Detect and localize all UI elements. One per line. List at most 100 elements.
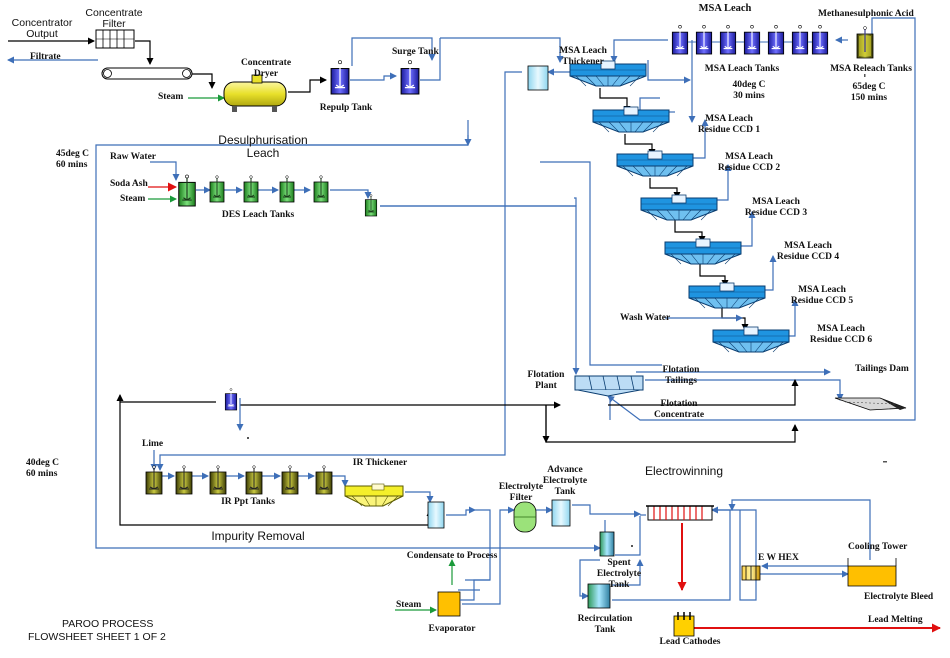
concentrator-output-line-2: Output (26, 28, 58, 40)
concentrate-dryer-line-1: Concentrate (240, 58, 292, 68)
ccd-1-line-2: Residue CCD 1 (697, 125, 761, 135)
lead-cathodes-unit (673, 612, 695, 637)
ccd-3-thickener (640, 194, 718, 221)
cooling-tower-label: Cooling Tower (848, 542, 908, 552)
ccd-2-thickener (616, 150, 694, 177)
concentrate-dryer-line-2: Dryer (253, 69, 279, 79)
msa-releach-tanks-label: MSA Releach Tanks (830, 64, 912, 74)
desulphurisation-line-1: Desulphurisation (218, 133, 308, 147)
msa-releach-temperature: 65deg C (852, 82, 886, 92)
ir-lime-feed-tank (224, 387, 238, 411)
ccd-2-label: MSA Leach Residue CCD 2 (718, 152, 780, 174)
ir-conditions: 40deg C 60 mins (26, 458, 59, 480)
evaporator-vessel (437, 591, 461, 617)
ir-ppt-tank-train (145, 465, 333, 495)
des-temperature: 45deg C (56, 149, 89, 159)
flotation-tailings-line-2: Tailings (665, 376, 697, 386)
surge-tank-label: Surge Tank (392, 47, 439, 57)
msa-leach-tank-train (671, 24, 829, 55)
ir-thickener-label: IR Thickener (352, 458, 408, 468)
methanesulphonic-acid-label: Methanesulphonic Acid (818, 9, 914, 19)
tailings-dam-label: Tailings Dam (855, 364, 909, 374)
steam-evaporator-label: Steam (396, 600, 422, 610)
flotation-plant-label: Flotation Plant (528, 370, 565, 392)
electrolyte-filter-line-2: Filter (509, 493, 533, 503)
flotation-tailings-line-1: Flotation (662, 365, 700, 375)
ir-overflow-tank (427, 501, 445, 529)
ccd-3-line-1: MSA Leach (752, 197, 800, 207)
lead-melting-label: Lead Melting (868, 615, 923, 625)
msa-solution-tank (527, 65, 549, 91)
des-time: 60 mins (56, 160, 88, 170)
desulphurisation-line-2: Leach (246, 146, 280, 160)
concentrator-output-label: Concentrator Output (12, 18, 73, 40)
spent-electrolyte-line-2: Electrolyte (596, 569, 642, 579)
advance-electrolyte-tank (551, 499, 571, 527)
msa-leach-tanks-conditions: 40deg C 30 mins (733, 80, 766, 102)
des-leach-tanks-label: DES Leach Tanks (221, 210, 295, 220)
electrolyte-filter (513, 501, 537, 533)
ccd-2-line-2: Residue CCD 2 (717, 163, 781, 173)
lead-cathodes-label: Lead Cathodes (659, 637, 721, 647)
msa-leach-thickener-label: MSA Leach Thickener (559, 46, 607, 68)
filtrate-filter-unit (95, 29, 135, 49)
spent-electrolyte-line-3: Tank (608, 580, 630, 590)
msa-leach-tanks-time: 30 mins (733, 91, 765, 101)
wash-water-label: Wash Water (620, 313, 671, 323)
msa-leach-tanks-label: MSA Leach Tanks (704, 64, 780, 74)
recirculation-line-1: Recirculation (577, 614, 633, 624)
flotation-plant-line-1: Flotation (527, 370, 565, 380)
flowsheet-title-line-1: PAROO PROCESS (62, 618, 154, 630)
recirculation-tank (587, 583, 611, 609)
evaporator-label: Evaporator (428, 624, 476, 634)
flotation-plant-line-2: Plant (535, 381, 557, 391)
repulp-tank-label: Repulp Tank (319, 103, 373, 113)
msa-releach-conditions: 65deg C 150 mins (851, 82, 887, 104)
ew-hex-label: E W HEX (758, 553, 799, 563)
streams (7, 17, 941, 633)
evaporator-connections (460, 579, 490, 601)
ew-heat-exchanger (741, 565, 761, 581)
desulphurisation-leach-section: Desulphurisation Leach (218, 134, 307, 160)
ccd-1-line-1: MSA Leach (705, 114, 753, 124)
ccd-4-thickener (664, 238, 742, 265)
repulp-tank (330, 59, 350, 95)
ccd-6-line-1: MSA Leach (817, 324, 865, 334)
cooling-tower (847, 558, 897, 587)
ccd-5-line-1: MSA Leach (798, 285, 846, 295)
concentrate-filter-line-2: Filter (102, 18, 126, 30)
ccd-3-line-2: Residue CCD 3 (744, 208, 808, 218)
lime-label: Lime (142, 439, 164, 449)
ir-thickener (344, 483, 404, 507)
advance-electrolyte-tank-label: Advance Electrolyte Tank (543, 465, 587, 498)
filtrate-label: Filtrate (30, 52, 61, 62)
electrowinning-cell (646, 505, 714, 521)
recirculation-tank-label: Recirculation Tank (578, 614, 633, 636)
spent-electrolyte-line-1: Spent (607, 558, 631, 568)
ccd-4-line-1: MSA Leach (784, 241, 832, 251)
ccd-6-thickener (712, 326, 790, 353)
spent-electrolyte-tank (599, 531, 615, 557)
concentrator-output-line-1: Concentrator (11, 17, 73, 29)
msa-leach-thickener-line-1: MSA Leach (559, 46, 607, 56)
ccd-2-line-1: MSA Leach (725, 152, 773, 162)
msa-leach-title: MSA Leach (698, 3, 752, 14)
concentrate-filter-label: Concentrate Filter (85, 8, 142, 30)
concentrate-filter-line-1: Concentrate (85, 7, 143, 19)
flotation-concentrate-line-2: Concentrate (653, 410, 705, 420)
surge-tank (400, 59, 420, 95)
conveyor-belt (101, 67, 193, 80)
des-conditions: 45deg C 60 mins (56, 149, 89, 171)
ir-temperature: 40deg C (26, 458, 59, 468)
ccd-6-line-2: Residue CCD 6 (809, 335, 873, 345)
flotation-tailings-label: Flotation Tailings (663, 365, 700, 387)
flotation-plant (574, 375, 644, 397)
ccd-5-label: MSA Leach Residue CCD 5 (791, 285, 853, 307)
electrolyte-filter-label: Electrolyte Filter (499, 482, 543, 504)
concentrate-dryer-label: Concentrate Dryer (241, 58, 291, 80)
ir-time: 60 mins (26, 469, 58, 479)
electrolyte-filter-line-1: Electrolyte (498, 482, 544, 492)
flowsheet-title: PAROO PROCESS FLOWSHEET SHEET 1 OF 2 (28, 618, 166, 644)
